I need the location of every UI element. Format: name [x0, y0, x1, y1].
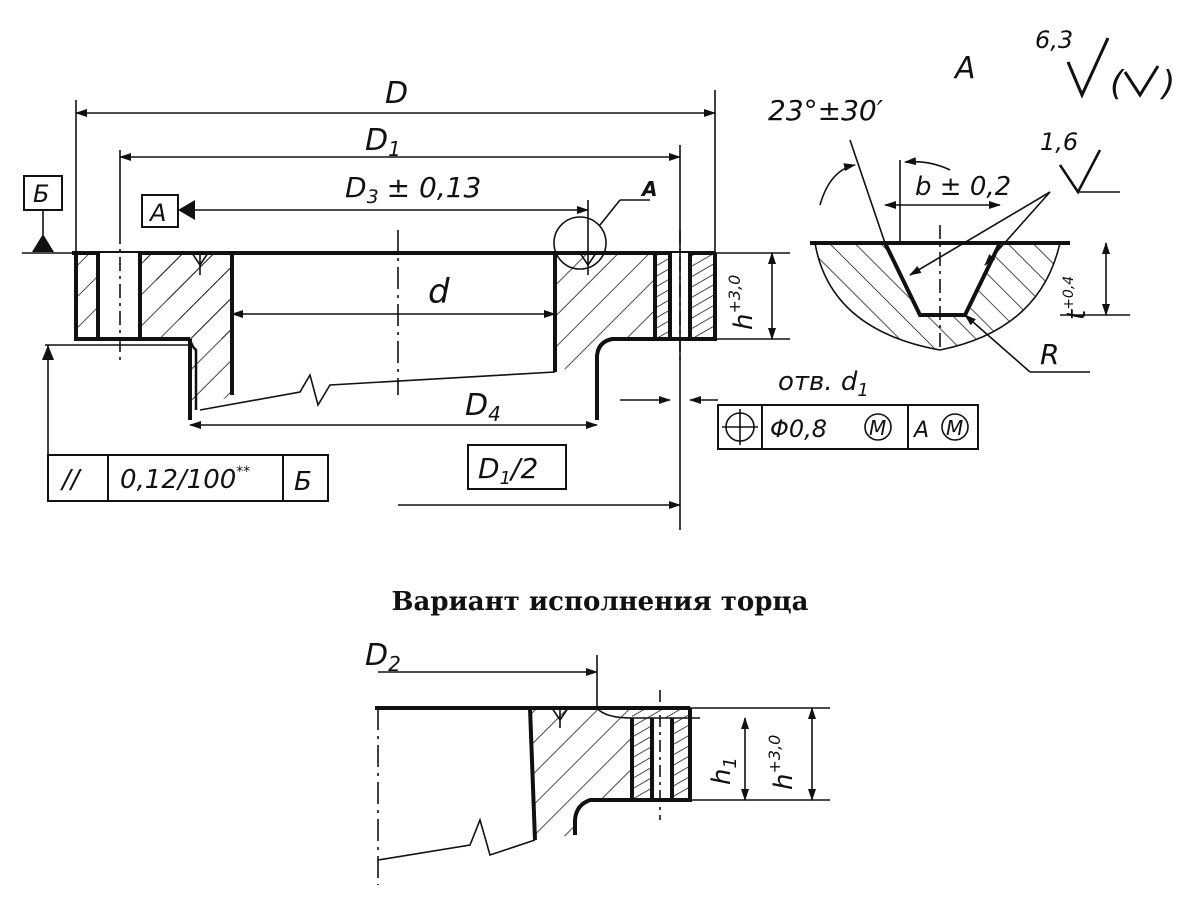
main-view: D D1 D3± 0,13 А Б А d h+3,0 [22, 76, 979, 530]
dim-D3: D3± 0,13 [345, 171, 481, 208]
parallelism-symbol: // [60, 465, 83, 495]
roughness-note-icon [1123, 65, 1160, 98]
position-frame: Φ0,8 M А M [717, 404, 979, 450]
datum-A-label: А [148, 199, 166, 227]
groove-width: b ± 0,2 [915, 172, 1011, 202]
variant-section [530, 708, 632, 840]
holes-label: отв. d1 [778, 367, 869, 401]
position-datum-m-modifier: M [946, 416, 963, 440]
datum-A-box [141, 194, 179, 228]
roughness-note-open: ( [1110, 64, 1125, 104]
groove-depth: t+0,4 [1061, 276, 1092, 320]
datum-B-label: Б [33, 180, 49, 208]
detail-A-circle [553, 216, 607, 270]
detail-A-ref: А [640, 177, 657, 201]
dim-h-variant: h+3,0 [765, 735, 799, 790]
half-D1-box [467, 444, 567, 490]
groove-angle: 23°±30′ [768, 94, 884, 127]
svg-text:h1: h1 [707, 757, 741, 785]
roughness-groove-icon [1058, 149, 1102, 195]
parallelism-value: 0,12/100** [120, 464, 250, 495]
roughness-main-icon [1066, 37, 1110, 99]
dim-D: D [385, 76, 408, 111]
roughness-main-value: 6,3 [1035, 26, 1073, 54]
svg-text:t+0,4: t+0,4 [1061, 276, 1092, 320]
svg-text:h+3,0: h+3,0 [765, 735, 799, 790]
dim-h1: h1 [707, 757, 741, 785]
roughness-groove-value: 1,6 [1040, 128, 1078, 156]
groove-radius: R [1040, 338, 1059, 371]
svg-text:h+3,0: h+3,0 [725, 275, 759, 330]
variant-view: Вариант исполнения торца D2 h1 [365, 587, 830, 885]
dim-D1: D1 [365, 123, 401, 161]
roughness-note-close: ) [1159, 64, 1175, 104]
datum-B-box [23, 175, 63, 211]
position-value: Φ0,8 [770, 415, 827, 443]
dim-D4: D4 [465, 388, 501, 426]
detail-A-title: А [953, 51, 976, 86]
parallelism-datum: Б [294, 467, 312, 497]
parallelism-frame: // 0,12/100** Б [47, 454, 329, 502]
dim-d: d [428, 272, 450, 312]
dim-h: h+3,0 [725, 275, 759, 330]
dim-D2: D2 [365, 638, 401, 676]
detail-A-view: А 6,3 ( ) 23°±30′ b ± 0,2 1,6 [768, 26, 1175, 373]
variant-caption: Вариант исполнения торца [392, 587, 809, 617]
position-m-modifier: M [869, 416, 886, 440]
half-D1-label: D1/2 [478, 452, 538, 489]
position-datum: А [912, 418, 929, 443]
